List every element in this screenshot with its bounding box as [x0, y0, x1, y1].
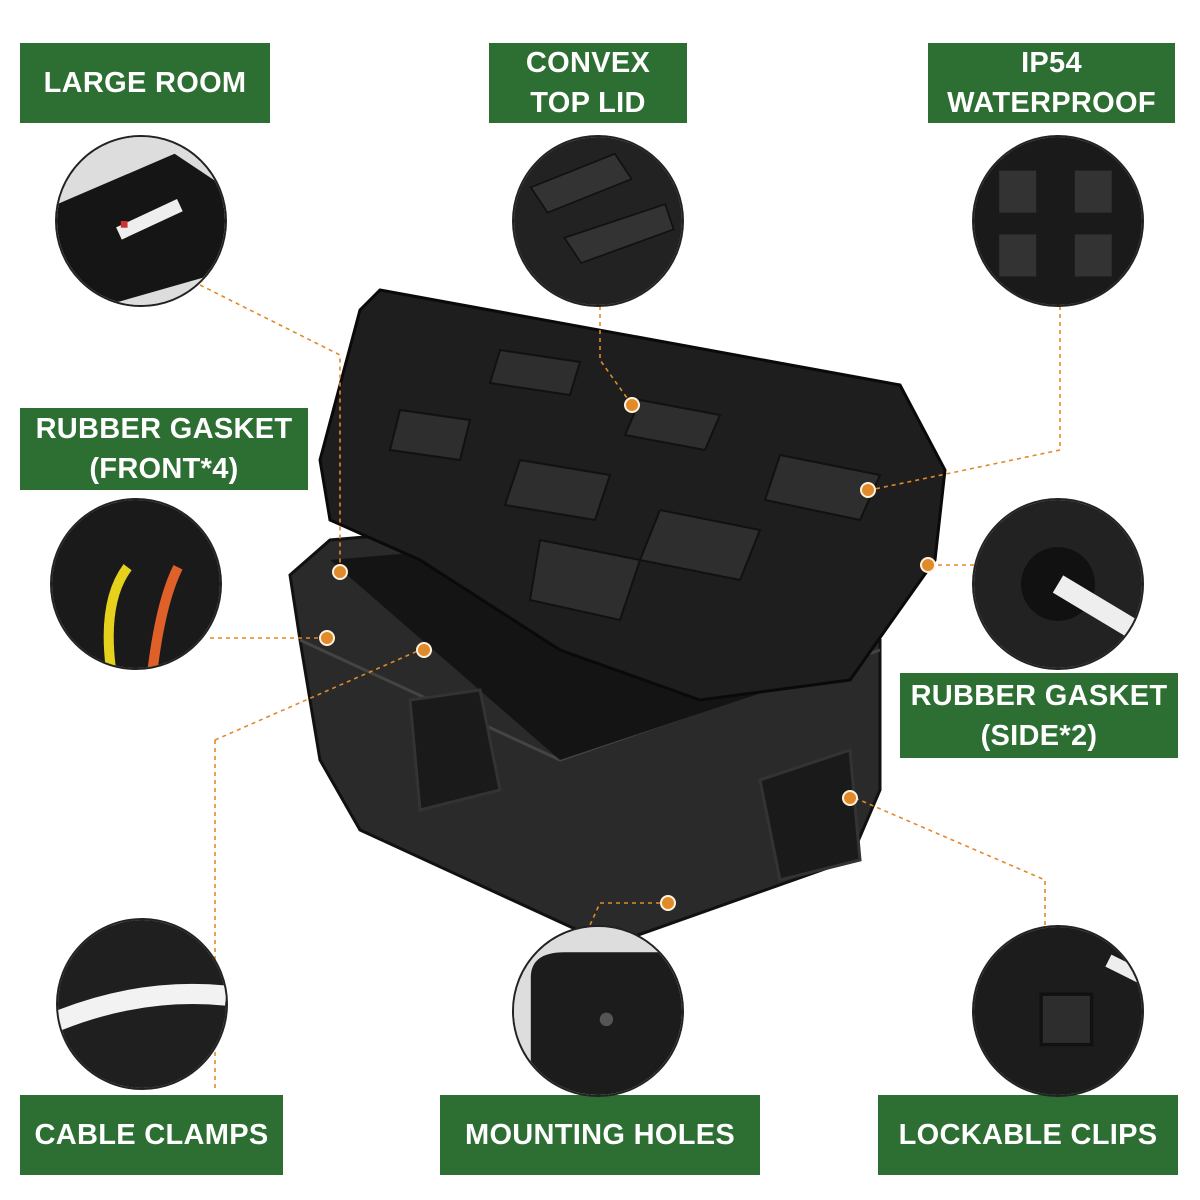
- label-text: TOP LID: [530, 87, 646, 119]
- label-lockable-clips: LOCKABLE CLIPS: [878, 1095, 1178, 1175]
- label-rubber-gasket-side: RUBBER GASKET (SIDE*2): [900, 673, 1178, 758]
- label-text: CABLE CLAMPS: [34, 1119, 269, 1151]
- detail-mounting-holes: [512, 925, 684, 1097]
- label-text: MOUNTING HOLES: [464, 1119, 736, 1151]
- label-ip54-waterproof: IP54 WATERPROOF: [928, 43, 1175, 123]
- detail-rubber-gasket-front: [50, 498, 222, 670]
- detail-convex-top-lid: [512, 135, 684, 307]
- junction-box-lid: [318, 288, 947, 702]
- label-text: (FRONT*4): [89, 453, 239, 485]
- label-text: (SIDE*2): [980, 719, 1098, 752]
- detail-cable-clamps: [56, 918, 228, 1090]
- label-text: WATERPROOF: [947, 87, 1156, 119]
- detail-lockable-clips: [972, 925, 1144, 1097]
- label-convex-top-lid: CONVEX TOP LID: [489, 43, 687, 123]
- label-large-room: LARGE ROOM: [20, 43, 270, 123]
- label-text: CONVEX: [525, 47, 651, 79]
- label-rubber-gasket-front: RUBBER GASKET (FRONT*4): [20, 408, 308, 490]
- label-text: LOCKABLE CLIPS: [898, 1119, 1158, 1151]
- label-text: RUBBER GASKET: [910, 679, 1168, 712]
- label-mounting-holes: MOUNTING HOLES: [440, 1095, 760, 1175]
- callout-dots: [319, 397, 936, 911]
- label-text: IP54: [1021, 47, 1082, 79]
- label-cable-clamps: CABLE CLAMPS: [20, 1095, 283, 1175]
- detail-ip54-waterproof: [972, 135, 1144, 307]
- detail-rubber-gasket-side: [972, 498, 1144, 670]
- detail-large-room: [55, 135, 227, 307]
- label-text: RUBBER GASKET: [35, 413, 293, 445]
- label-text: LARGE ROOM: [43, 67, 247, 99]
